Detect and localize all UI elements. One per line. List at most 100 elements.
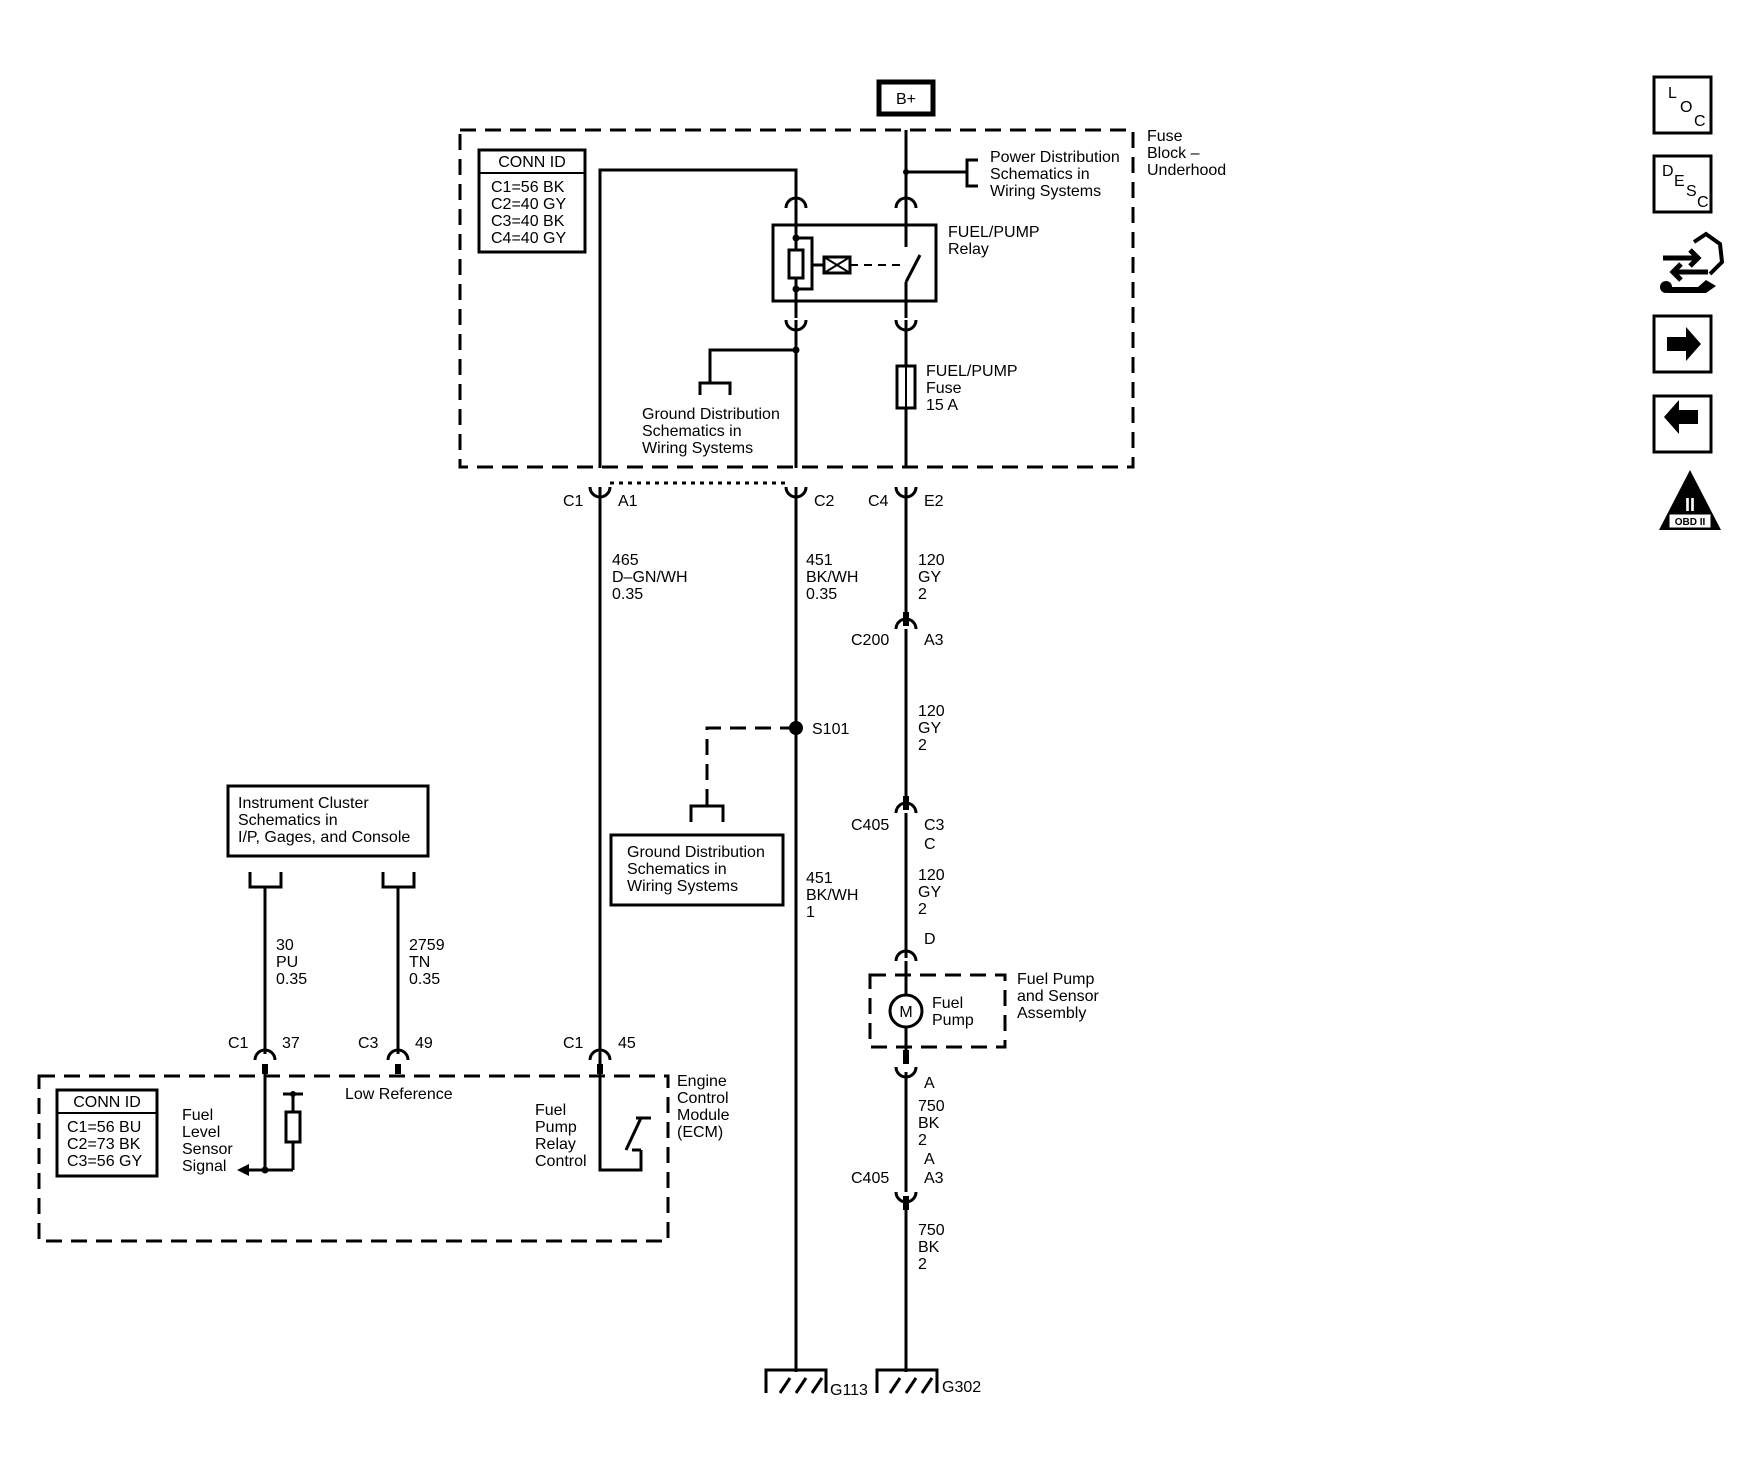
wire-750b-label: 750 BK 2 <box>918 1222 949 1273</box>
svg-text:CONN ID: CONN ID <box>498 154 566 171</box>
svg-text:S: S <box>1686 183 1697 200</box>
relay-control-label: Fuel Pump Relay Control <box>535 1102 587 1170</box>
previous-arrow-icon[interactable] <box>1652 394 1713 454</box>
label-pin-49: 49 <box>415 1035 433 1052</box>
wire-2759-label: 2759 TN 0.35 <box>409 937 449 988</box>
label-c200: C200 <box>851 632 889 649</box>
ecm-conn-id-box: CONN ID C1=56 BU C2=73 BK C3=56 GY <box>55 1088 159 1178</box>
power-distribution-reference: Power Distribution Schematics in Wiring … <box>903 130 1124 200</box>
svg-text:C1=56 BK: C1=56 BK <box>491 179 565 196</box>
svg-text:C: C <box>1697 194 1709 211</box>
next-arrow-icon[interactable] <box>1652 314 1713 374</box>
location-icon[interactable]: L O C <box>1652 75 1713 135</box>
ground-g302 <box>875 1368 939 1394</box>
label-pin-45: 45 <box>618 1035 636 1052</box>
ground-distribution-reference-1: Ground Distribution Schematics in Wiring… <box>642 320 800 468</box>
ground-distribution-link <box>705 726 796 806</box>
label-g302: G302 <box>942 1379 981 1396</box>
svg-text:Instrument Cluster Schem: Instrument Cluster Schematics in I/P, Ga… <box>238 795 410 846</box>
svg-text:L: L <box>1668 85 1677 102</box>
svg-text:C: C <box>1694 113 1706 130</box>
svg-text:C1=56 BU: C1=56 BU <box>67 1119 141 1136</box>
connector-c405-top <box>894 801 918 814</box>
ground-g113 <box>764 1368 828 1394</box>
connector-d <box>894 949 918 962</box>
label-e2: E2 <box>924 493 944 510</box>
wire-120b-label: 120 GY 2 <box>918 703 949 754</box>
svg-text:O: O <box>1680 99 1692 116</box>
instrument-cluster-connector-30 <box>248 872 283 889</box>
label-ecm-c1-a: C1 <box>228 1035 249 1052</box>
label-c405-bottom: C405 <box>851 1170 889 1187</box>
wire-120a-label: 120 GY 2 <box>918 552 949 603</box>
bplus-label: B+ <box>896 91 916 108</box>
label-pin-37: 37 <box>282 1035 300 1052</box>
fuse-block-conn-id-box: CONN ID C1=56 BK C2=40 GY C3=40 BK C4=40… <box>477 148 587 254</box>
wire-451b-label: 451 BK/WH 1 <box>806 870 863 921</box>
fuel-pump-label: Fuel Pump <box>932 995 974 1029</box>
wire-465-label: 465 D–GN/WH 0.35 <box>612 552 692 603</box>
svg-text:C2=73 BK: C2=73 BK <box>67 1136 141 1153</box>
ground-distribution-reference-2: Ground Distribution Schematics in Wiring… <box>609 833 785 907</box>
svg-text:OBD II: OBD II <box>1675 517 1706 528</box>
bplus-box <box>876 79 936 117</box>
svg-text:C2=40 GY: C2=40 GY <box>491 196 566 213</box>
wire-750a-label: 750 BK 2 <box>918 1098 949 1149</box>
svg-text:C3=40 BK: C3=40 BK <box>491 213 565 230</box>
label-a3-bottom: A3 <box>924 1170 944 1187</box>
fuel-pump-relay <box>771 223 938 303</box>
label-ecm-c1-b: C1 <box>563 1035 584 1052</box>
label-d-pin: D <box>924 931 936 948</box>
fuse-block-outline <box>458 128 1135 469</box>
ground-distribution-2-connector <box>689 804 725 822</box>
wire-451a-label: 451 BK/WH 0.35 <box>806 552 863 603</box>
relay-control-wire <box>598 168 798 468</box>
svg-text:C4=40 GY: C4=40 GY <box>491 230 566 247</box>
instrument-cluster-connector-2759 <box>381 872 416 889</box>
wire-120c-label: 120 GY 2 <box>918 867 949 918</box>
low-reference-label: Low Reference <box>345 1086 453 1103</box>
wire-30-label: 30 PU 0.35 <box>276 937 307 988</box>
svg-text:Ground Distribution Sche: Ground Distribution Schematics in Wiring… <box>642 406 784 457</box>
label-c-pin: C <box>924 836 936 853</box>
relay-control-switch <box>598 1074 651 1172</box>
label-c1: C1 <box>563 493 584 510</box>
connector-c200 <box>894 617 918 630</box>
svg-text:Power Distribution Schem: Power Distribution Schematics in Wiring … <box>990 149 1124 200</box>
fuel-level-sensor-circuit <box>237 1074 303 1176</box>
label-a-pin-1: A <box>924 1075 935 1092</box>
svg-text:Ground Distribution Sche: Ground Distribution Schematics in Wiring… <box>627 844 769 895</box>
label-a3-top: A3 <box>924 632 944 649</box>
label-ecm-c3: C3 <box>358 1035 379 1052</box>
connector-tools-icon[interactable] <box>1660 231 1725 293</box>
label-c2: C2 <box>814 493 835 510</box>
fuse-label: FUEL/PUMP Fuse 15 A <box>926 363 1022 414</box>
relay-label: FUEL/PUMP Relay <box>948 224 1044 258</box>
ecm-connector-c1-45 <box>588 1048 612 1061</box>
fuel-pump-assembly-label: Fuel Pump and Sensor Assembly <box>1017 971 1103 1022</box>
ecm-outline <box>37 1074 670 1243</box>
label-c405-top: C405 <box>851 817 889 834</box>
svg-text:II: II <box>1685 495 1695 515</box>
fuel-pump-fuse <box>895 320 917 468</box>
ecm-connector-c3-49 <box>386 1048 410 1061</box>
ecm-title: Engine Control Module (ECM) <box>677 1073 734 1141</box>
fuse-block-title: Fuse Block – Underhood <box>1147 128 1226 179</box>
svg-text:C3=56 GY: C3=56 GY <box>67 1153 142 1170</box>
fuel-level-sensor-label: Fuel Level Sensor Signal <box>182 1107 237 1175</box>
svg-text:D: D <box>1662 163 1674 180</box>
svg-text:CONN ID: CONN ID <box>73 1094 141 1111</box>
obd-ii-icon[interactable]: II OBD II <box>1659 470 1721 530</box>
label-c3: C3 <box>924 817 945 834</box>
label-a1: A1 <box>618 493 638 510</box>
label-c4: C4 <box>868 493 889 510</box>
svg-text:E: E <box>1674 173 1685 190</box>
description-icon[interactable]: D E S C <box>1652 154 1713 214</box>
label-s101: S101 <box>812 721 849 738</box>
motor-letter: M <box>899 1004 912 1021</box>
ecm-connector-c1-37 <box>253 1048 277 1061</box>
label-a-pin-2: A <box>924 1151 935 1168</box>
label-g113: G113 <box>830 1382 868 1399</box>
fuel-pump-assembly-outline <box>868 973 1007 1049</box>
